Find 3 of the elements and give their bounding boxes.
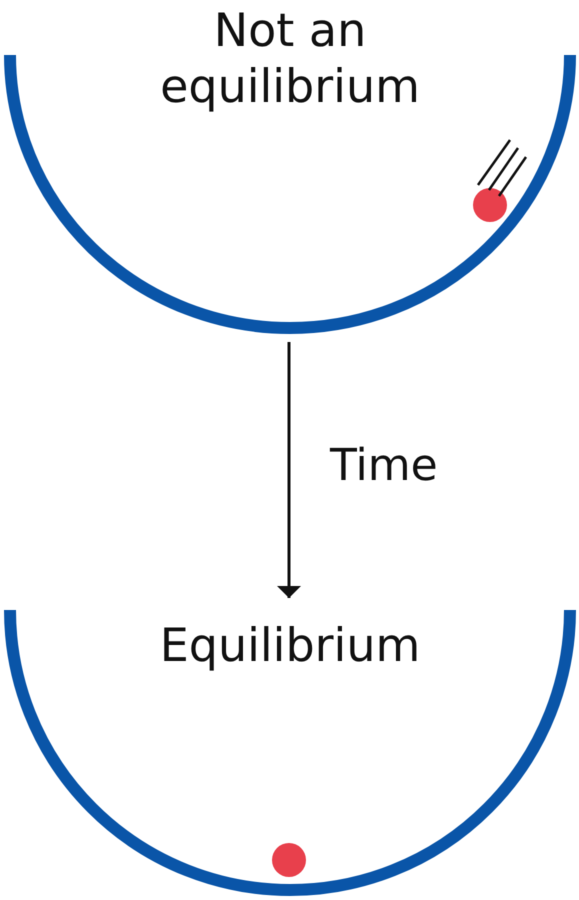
arrow [277, 342, 301, 598]
state-label: Equilibrium [158, 617, 422, 673]
state-label: Not an equilibrium [159, 2, 421, 114]
